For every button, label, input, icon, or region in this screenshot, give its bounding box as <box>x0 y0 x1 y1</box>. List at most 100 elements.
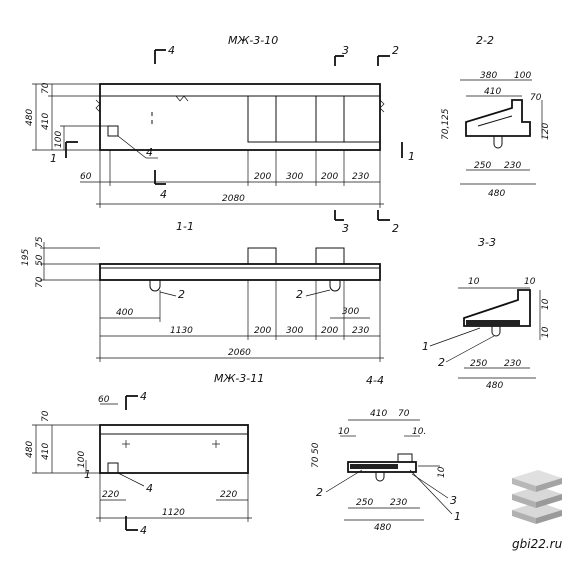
dim-410-11: 410 <box>41 443 51 460</box>
dim-10-3-3-d: 10 <box>541 326 551 338</box>
dim-2060: 2060 <box>228 348 251 358</box>
dim-70-left: 70 <box>41 82 51 94</box>
elevation-mzh-3-11: МЖ-3-11 4 4 4 60 480 70 410 100 1 220 22… <box>25 372 264 537</box>
dim-480-4-4: 480 <box>374 523 391 533</box>
dim-480-11: 480 <box>25 441 35 458</box>
opening-3 <box>315 95 345 143</box>
dim-380: 380 <box>480 71 497 81</box>
dim-70-2-2: 70 <box>530 93 542 103</box>
dim-410-4-4: 410 <box>370 409 387 419</box>
cut-mark-4-b-top: 4 <box>140 390 147 403</box>
loop-right <box>329 280 341 292</box>
lifting-loop-11 <box>107 462 119 474</box>
dim-195: 195 <box>21 249 31 266</box>
cut-mark-4-top: 4 <box>168 44 175 57</box>
opening-1 <box>247 95 277 143</box>
dim-200-a: 200 <box>254 172 271 182</box>
section-1-1-body <box>99 263 381 281</box>
cut-mark-1-left: 1 <box>50 152 57 165</box>
dim-200-d: 200 <box>321 326 338 336</box>
dim-230-4-4: 230 <box>390 498 407 508</box>
dim-250-2-2: 250 <box>474 161 491 171</box>
section-2-2: 2-2 380 100 410 70 120 70,125 250 230 48… <box>441 34 551 199</box>
dim-250-3-3: 250 <box>470 359 487 369</box>
dim-200-c: 200 <box>254 326 271 336</box>
dim-1120: 1120 <box>162 508 185 518</box>
dim-300-upper: 300 <box>342 307 359 317</box>
dim-10-3-3-c: 10 <box>541 298 551 310</box>
lifting-loop <box>107 125 119 137</box>
dim-120: 120 <box>541 123 551 140</box>
dim-50: 50 <box>35 254 45 266</box>
dim-100-left: 100 <box>54 131 64 148</box>
dim-400: 400 <box>116 308 133 318</box>
dim-480-3-3: 480 <box>486 381 503 391</box>
dim-70-4-4: 70 <box>398 409 410 419</box>
dim-1130: 1130 <box>170 326 193 336</box>
dim-70-4-4-v: 70 <box>311 456 321 468</box>
section-4-4-plate <box>350 464 398 469</box>
section-3-3-plate <box>466 320 520 326</box>
dim-70-11: 70 <box>41 410 51 422</box>
dim-10-3-3-a: 10 <box>468 277 480 287</box>
cut-mark-3-top: 3 <box>342 44 349 57</box>
dim-200-b: 200 <box>321 172 338 182</box>
callout-3-4-4: 3 <box>450 494 457 507</box>
cut-mark-1-right: 1 <box>408 150 415 163</box>
dim-300-a: 300 <box>286 172 303 182</box>
title-section-3-3: 3-3 <box>478 236 496 249</box>
cut-mark-4-bottom: 4 <box>160 188 167 201</box>
dim-70-1-1: 70 <box>35 276 45 288</box>
callout-1-3-3: 1 <box>422 340 429 353</box>
dim-230-a: 230 <box>352 172 369 182</box>
dim-230-3-3: 230 <box>504 359 521 369</box>
dim-230-b: 230 <box>352 326 369 336</box>
watermark-site[interactable]: gbi22.ru <box>512 537 563 551</box>
dim-410-left: 410 <box>41 113 51 130</box>
section-1-1-insert-b <box>315 247 345 265</box>
section-3-3: 3-3 10 10 10 10 1 2 250 230 480 <box>422 236 551 391</box>
dim-10-4-4-c: 10 <box>437 466 447 478</box>
stacked-slabs-icon <box>512 470 562 524</box>
section-4-4-body <box>347 461 417 473</box>
section-2-2-loop <box>493 136 503 149</box>
dim-2080: 2080 <box>222 194 245 204</box>
section-4-4-step <box>397 453 413 463</box>
opening-4 <box>343 95 381 143</box>
opening-2 <box>275 95 317 143</box>
dim-480-left: 480 <box>25 109 35 126</box>
dim-10-4-4-b: 10. <box>412 427 426 437</box>
section-1-1: 1-1 2 2 195 75 50 70 400 300 1130 200 <box>21 220 384 362</box>
loop-left <box>149 280 161 292</box>
dim-230-2-2: 230 <box>504 161 521 171</box>
dim-10-4-4-a: 10 <box>338 427 350 437</box>
section-3-3-profile <box>463 289 531 327</box>
section-4-4: 4-4 410 70 10 10. 70 50 10 2 3 1 250 230… <box>311 374 461 533</box>
dim-10-3-3-b: 10 <box>524 277 536 287</box>
title-mzh-3-10: МЖ-3-10 <box>228 34 278 47</box>
break-mark-right <box>379 99 385 113</box>
callout-2-3-3: 2 <box>438 356 445 369</box>
title-section-2-2: 2-2 <box>476 34 494 47</box>
callout-2-left: 2 <box>178 288 185 301</box>
section-3-3-loop <box>491 326 501 337</box>
callout-4-top: 4 <box>146 146 153 159</box>
dim-75: 75 <box>35 236 45 248</box>
section-4-4-loop <box>375 472 385 482</box>
dim-300-b: 300 <box>286 326 303 336</box>
callout-2-4-4: 2 <box>316 486 323 499</box>
break-mark-left <box>95 99 101 113</box>
dim-100-11: 100 <box>77 451 87 468</box>
dim-410-2-2: 410 <box>484 87 501 97</box>
dim-220-right: 220 <box>220 490 237 500</box>
callout-4-bottom: 4 <box>146 482 153 495</box>
dim-100-2-2: 100 <box>514 71 531 81</box>
dim-60-11: 60 <box>98 395 110 405</box>
callout-1-4-4: 1 <box>454 510 461 523</box>
title-section-4-4: 4-4 <box>366 374 384 387</box>
dim-70-125: 70,125 <box>441 108 451 140</box>
callout-2-right: 2 <box>296 288 303 301</box>
dim-60-top: 60 <box>80 172 92 182</box>
weld-mark <box>175 95 189 102</box>
